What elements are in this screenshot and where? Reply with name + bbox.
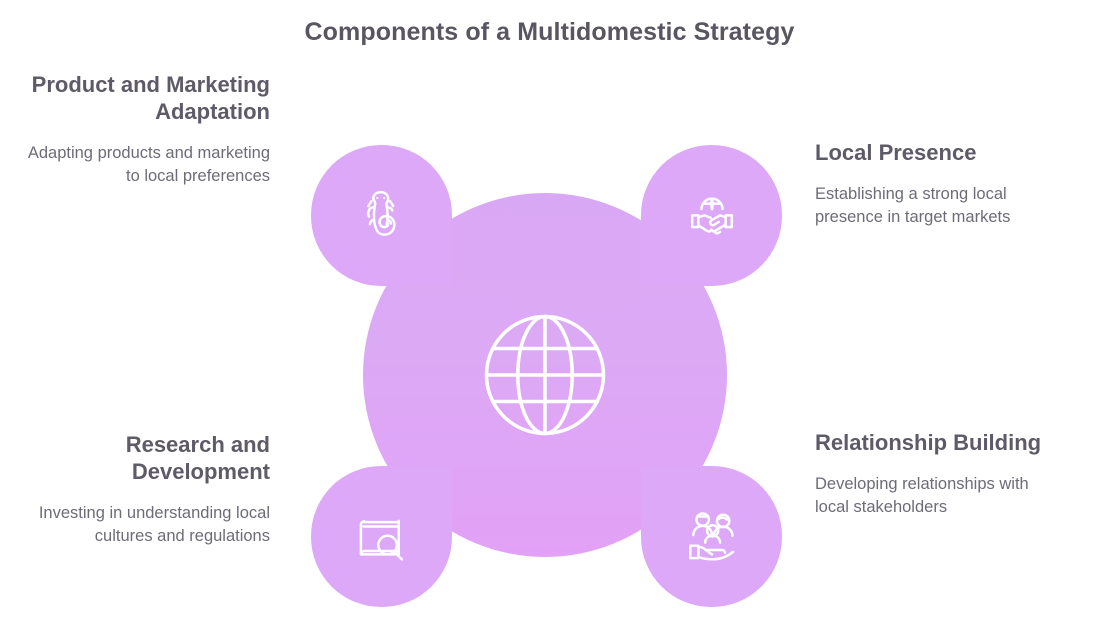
handshake-globe-icon xyxy=(681,185,743,247)
node-research-and-development[interactable] xyxy=(311,466,452,607)
label-research-and-development: Research and Development Investing in un… xyxy=(18,432,270,549)
component-description: Investing in understanding local culture… xyxy=(38,503,270,546)
hand-people-icon xyxy=(681,506,743,568)
component-heading: Research and Development xyxy=(125,432,270,484)
book-magnifier-icon xyxy=(351,506,413,568)
chameleon-icon xyxy=(351,185,413,247)
globe-icon xyxy=(477,307,613,443)
label-product-and-marketing-adaptation: Product and Marketing Adaptation Adaptin… xyxy=(18,72,270,189)
node-product-and-marketing-adaptation[interactable] xyxy=(311,145,452,286)
component-heading: Product and Marketing Adaptation xyxy=(31,72,270,124)
node-local-presence[interactable] xyxy=(641,145,782,286)
component-heading: Local Presence xyxy=(815,140,977,165)
component-description: Establishing a strong local presence in … xyxy=(815,184,1011,227)
component-description: Developing relationships with local stak… xyxy=(815,474,1029,517)
label-relationship-building: Relationship Building Developing relatio… xyxy=(815,430,1065,520)
page-title: Components of a Multidomestic Strategy xyxy=(304,18,795,46)
component-heading: Relationship Building xyxy=(815,430,1042,455)
component-description: Adapting products and marketing to local… xyxy=(27,143,270,186)
node-relationship-building[interactable] xyxy=(641,466,782,607)
label-local-presence: Local Presence Establishing a strong loc… xyxy=(815,140,1065,230)
